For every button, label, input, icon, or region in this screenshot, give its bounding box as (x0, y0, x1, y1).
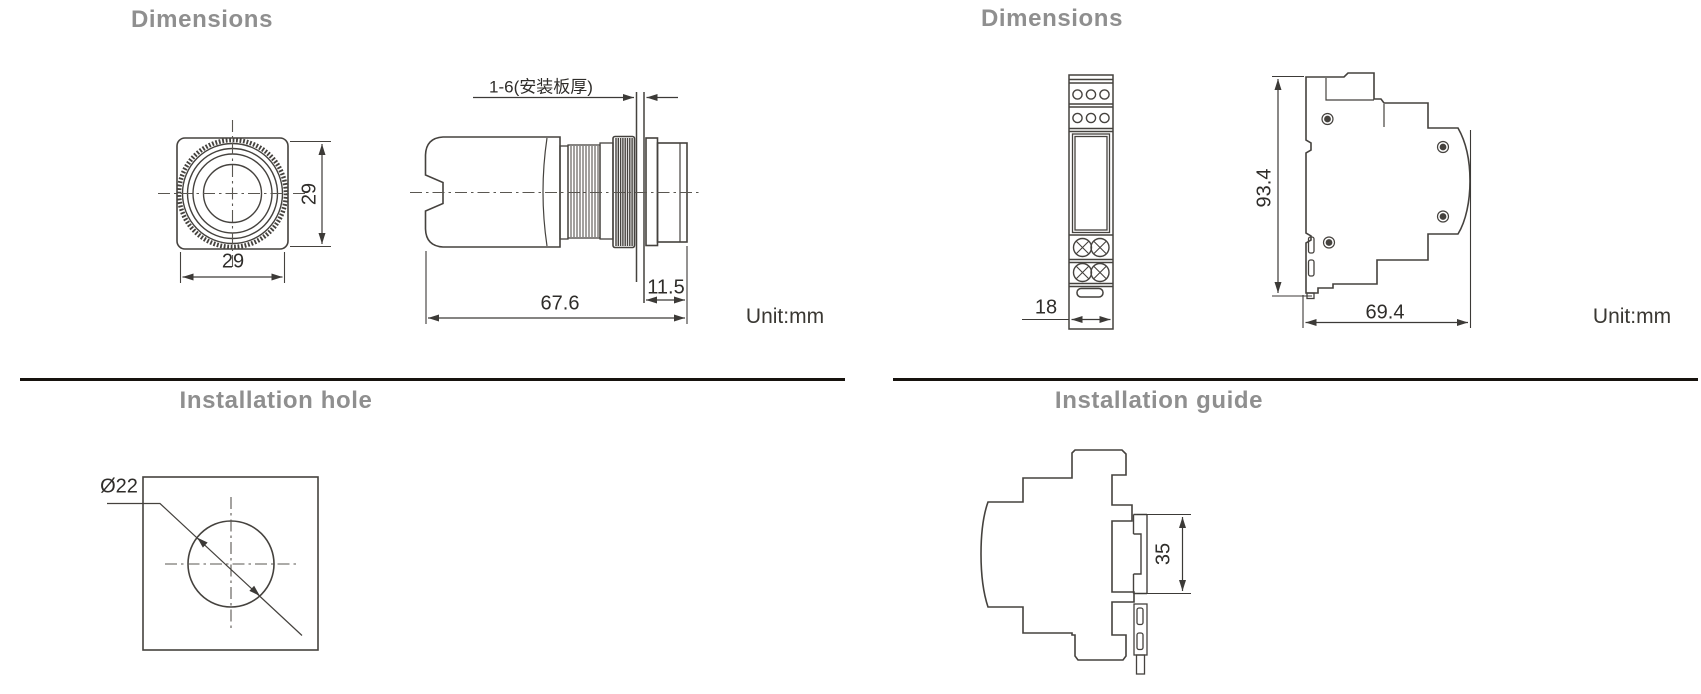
installation-hole-drawing (107, 476, 319, 651)
pushbutton-height-label: 29 (298, 182, 321, 206)
module-housing-outline (980, 449, 1135, 661)
threaded-bushing (567, 144, 601, 239)
extension-lines (179, 140, 331, 283)
unit-label-left: Unit:mm (745, 305, 825, 328)
module-width-label: 18 (1034, 296, 1058, 319)
section-divider-left (20, 378, 845, 381)
clip-slider (1133, 603, 1148, 675)
module-front-view (1022, 74, 1114, 330)
mounting-panel (635, 92, 645, 303)
rivets (1321, 112, 1450, 249)
pushbutton-length-label: 67.6 (540, 292, 580, 315)
din-rail-profile (1132, 513, 1148, 595)
button-flange (645, 137, 659, 247)
module-dimensions-title: Dimensions (980, 5, 1124, 32)
pushbutton-head-length-label: 11.5 (647, 276, 685, 299)
din-clip-notch (1076, 287, 1104, 298)
installation-hole-title: Installation hole (179, 387, 373, 414)
centerline-cross (158, 120, 308, 267)
panel-thickness-label: 1-6(安装板厚) (489, 77, 593, 97)
dimension-lines (1137, 513, 1191, 595)
centerline-cross (165, 497, 297, 630)
rail-height-label: 35 (1152, 542, 1175, 566)
mounting-plate (142, 476, 319, 651)
section-divider-right (893, 378, 1698, 381)
actuator-body (424, 136, 561, 248)
unit-label-right: Unit:mm (1592, 305, 1672, 328)
label-window (1071, 133, 1111, 234)
module-height-label: 93.4 (1253, 168, 1276, 208)
dimension-lines (1272, 75, 1472, 328)
knurled-bezel-ring (176, 137, 289, 250)
pushbutton-dimensions-title: Dimensions (130, 6, 274, 33)
installation-guide-drawing (980, 449, 1191, 675)
diameter-leader (107, 502, 303, 636)
hole-diameter-label: Ø22 (100, 475, 138, 498)
module-housing-outline (1305, 72, 1471, 294)
pushbutton-side-view (410, 92, 702, 324)
terminal-holes (1072, 89, 1110, 124)
screw-terminals (1072, 237, 1110, 283)
installation-guide-title: Installation guide (1054, 387, 1264, 414)
module-side-view (1272, 72, 1472, 328)
dimension-lines (425, 94, 688, 324)
module-depth-label: 69.4 (1365, 301, 1405, 324)
pushbutton-width-label: 29 (221, 250, 245, 273)
dimension-lines (182, 144, 326, 281)
pushbutton-front-view (158, 120, 331, 283)
clip-slider-slots (1306, 236, 1315, 300)
